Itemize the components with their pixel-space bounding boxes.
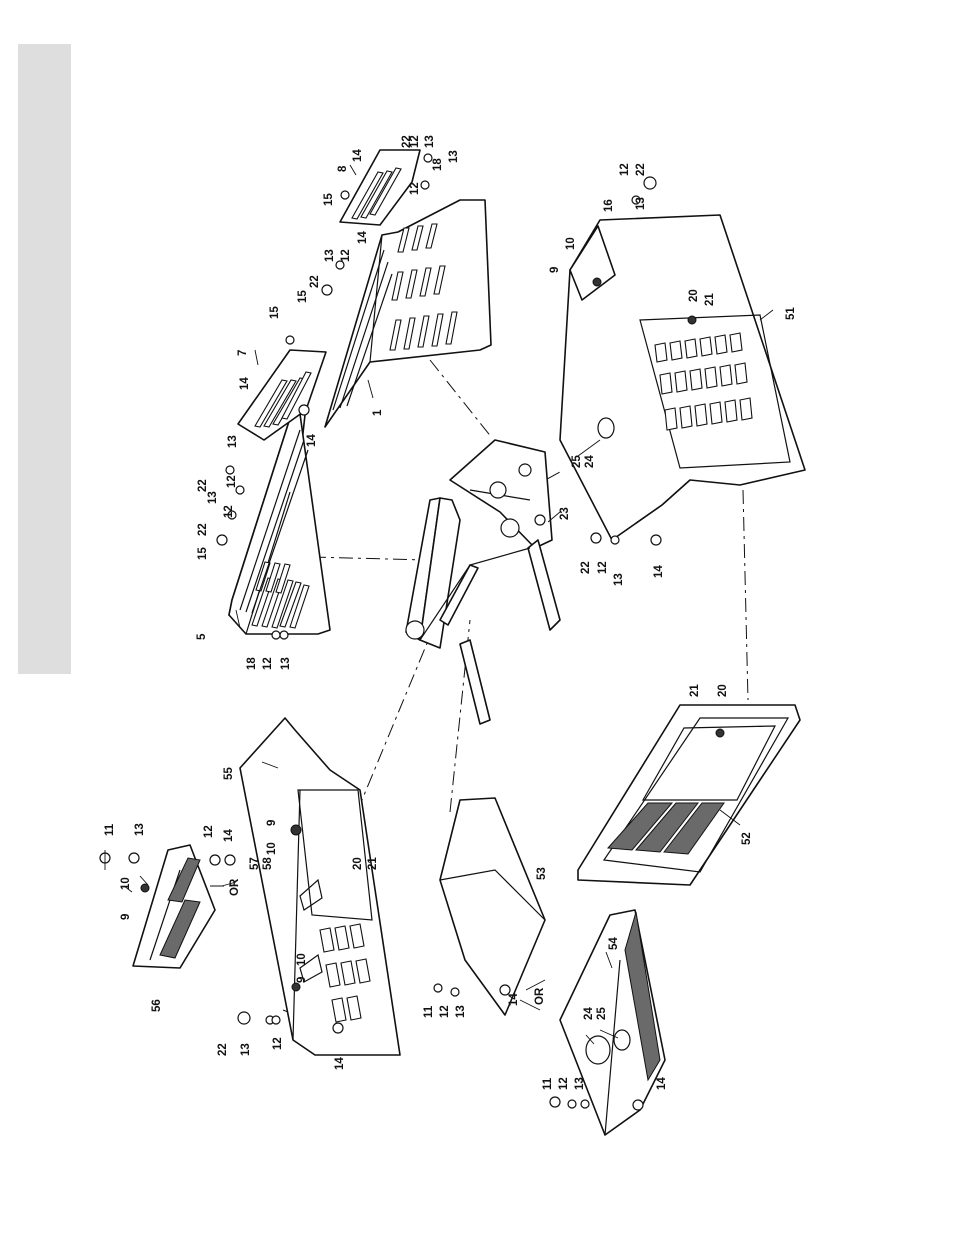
callout-52: 52 [741, 832, 753, 845]
callout-14: 14 [334, 1057, 346, 1070]
callout-12: 12 [272, 1037, 284, 1050]
part-51-front-cover [560, 215, 805, 540]
callout-14: 14 [223, 829, 235, 842]
callout-18: 18 [432, 158, 444, 171]
callout-13: 13 [574, 1077, 586, 1090]
callout-13: 13 [134, 823, 146, 836]
callout-22: 22 [580, 561, 592, 574]
center-frame-assembly [406, 440, 560, 724]
part-53-flat-panel [440, 798, 545, 1015]
callout-13: 13 [424, 135, 436, 148]
callout-9: 9 [120, 914, 132, 920]
part-56-box [133, 845, 215, 968]
callout-20: 20 [352, 857, 364, 870]
callout-10: 10 [565, 237, 577, 250]
callout-12: 12 [597, 561, 609, 574]
callout-22: 22 [197, 479, 209, 492]
callout-16: 16 [603, 199, 615, 212]
callout-11: 11 [542, 1077, 554, 1090]
callout-21: 21 [704, 293, 716, 306]
callout-53: 53 [536, 867, 548, 880]
callout-15: 15 [323, 193, 335, 206]
callout-14: 14 [656, 1077, 668, 1090]
callout-23: 23 [559, 507, 571, 520]
callout-9: 9 [549, 267, 561, 273]
callout-24: 24 [583, 1007, 595, 1020]
callout-14: 14 [653, 565, 665, 578]
callout-54: 54 [608, 937, 620, 950]
callout-57: 57 [249, 857, 261, 870]
callout-15: 15 [297, 290, 309, 303]
part-1-top-cover [325, 200, 491, 427]
callout-or: OR [534, 987, 546, 1005]
callout-12: 12 [223, 505, 235, 518]
callout-12: 12 [340, 249, 352, 262]
callout-1: 1 [372, 409, 384, 416]
callout-7: 7 [237, 350, 249, 356]
callout-22: 22 [197, 523, 209, 536]
callout-13: 13 [240, 1043, 252, 1056]
callout-14: 14 [352, 149, 364, 162]
callout-14: 14 [306, 434, 318, 447]
callout-10: 10 [296, 953, 308, 966]
callout-5: 5 [196, 633, 208, 640]
callout-13: 13 [227, 435, 239, 448]
callout-9: 9 [266, 820, 278, 826]
callout-22: 22 [309, 275, 321, 288]
callout-20: 20 [688, 289, 700, 302]
callout-11: 11 [423, 1005, 435, 1018]
callout-13: 13 [635, 197, 647, 210]
callout-22: 22 [217, 1043, 229, 1056]
callout-56: 56 [151, 999, 163, 1012]
callout-51: 51 [785, 307, 797, 320]
callout-20: 20 [717, 684, 729, 697]
callout-13: 13 [324, 249, 336, 262]
callout-58: 58 [262, 857, 274, 870]
callout-9: 9 [296, 977, 308, 983]
callout-13: 13 [448, 150, 460, 163]
part-7-vent-panel [238, 350, 326, 440]
callout-14: 14 [508, 993, 520, 1006]
callout-10: 10 [120, 877, 132, 890]
callout-24: 24 [584, 455, 596, 468]
callout-12: 12 [409, 182, 421, 195]
callout-12: 12 [262, 657, 274, 670]
callout-22: 22 [635, 163, 647, 176]
callout-21: 21 [689, 684, 701, 697]
callout-15: 15 [197, 547, 209, 560]
callout-22: 22 [401, 135, 413, 148]
callout-14: 14 [239, 377, 251, 390]
callout-12: 12 [203, 825, 215, 838]
callout-55: 55 [223, 767, 235, 780]
callout-or: OR [229, 878, 241, 896]
callout-12: 12 [558, 1077, 570, 1090]
callout-13: 13 [455, 1005, 467, 1018]
callout-13: 13 [207, 491, 219, 504]
part-55-long-panel [240, 718, 400, 1055]
callout-21: 21 [367, 857, 379, 870]
callout-12: 12 [439, 1005, 451, 1018]
callout-15: 15 [269, 306, 281, 319]
callout-12: 12 [226, 475, 238, 488]
callout-13: 13 [280, 657, 292, 670]
callout-10: 10 [266, 842, 278, 855]
callout-12: 12 [619, 163, 631, 176]
part-52-grille-panel [578, 705, 800, 885]
callout-25: 25 [571, 455, 583, 468]
callout-14: 14 [357, 231, 369, 244]
callout-25: 25 [596, 1007, 608, 1020]
callout-18: 18 [246, 657, 258, 670]
callout-8: 8 [337, 165, 349, 172]
callout-11: 11 [104, 823, 116, 836]
callout-13: 13 [613, 573, 625, 586]
